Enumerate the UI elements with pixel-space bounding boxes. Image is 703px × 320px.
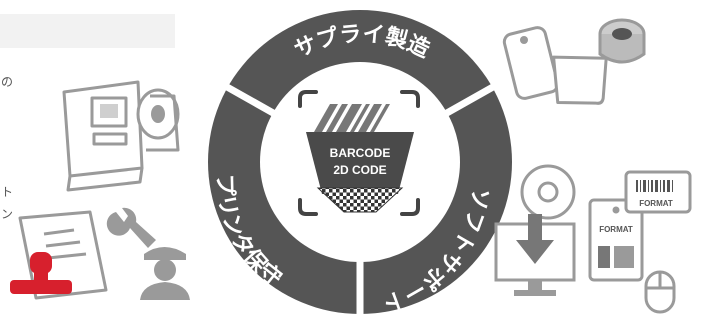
- technician-icon: [140, 247, 190, 300]
- document-stamp-icon: [10, 210, 108, 300]
- cropped-text-fragment-2: ト: [1, 185, 13, 199]
- cropped-text-fragment-3: ン: [1, 207, 13, 221]
- format-label-tag: FORMAT: [639, 199, 673, 208]
- printer-icon: [62, 80, 180, 192]
- supply-labels-icon: [502, 26, 608, 105]
- red-stamp: [10, 252, 72, 294]
- barcode-tag-icon: FORMAT: [624, 170, 692, 214]
- format-card-icon: FORMAT: [588, 198, 644, 282]
- wrench-icon: [106, 207, 156, 248]
- center-label-barcode: BARCODE: [330, 146, 391, 160]
- mouse-icon: [644, 270, 676, 314]
- ribbon-roll-icon: [598, 18, 646, 64]
- center-label-2dcode: 2D CODE: [333, 163, 386, 177]
- format-label-card: FORMAT: [599, 225, 633, 234]
- code-plate: [306, 132, 414, 194]
- barcode-emblem: BARCODE 2D CODE: [298, 90, 420, 216]
- header-band: [0, 14, 175, 48]
- cd-download-icon: [494, 164, 576, 296]
- cropped-text-fragment-1: の: [1, 75, 13, 89]
- qr-grid: [316, 187, 404, 213]
